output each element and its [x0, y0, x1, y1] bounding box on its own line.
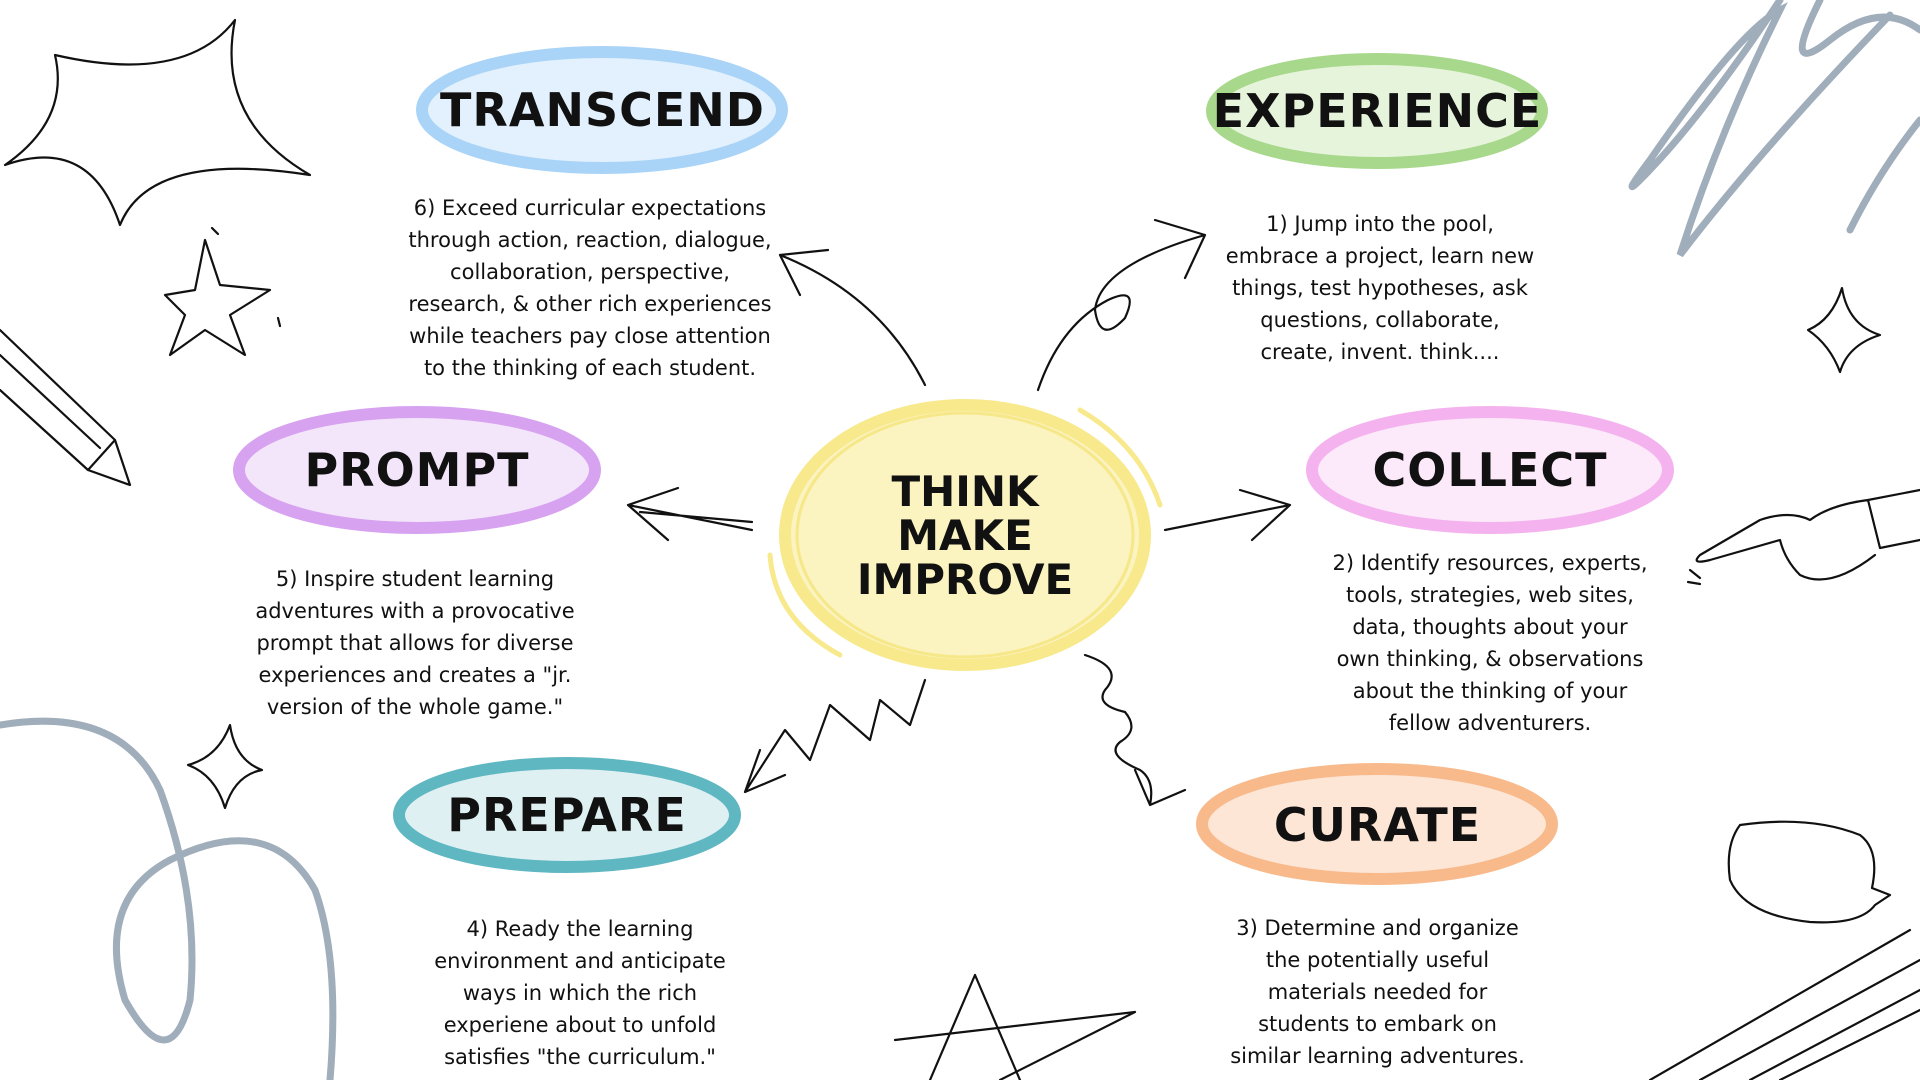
arrow-to-prompt [626, 486, 754, 542]
center-accent-top [1077, 407, 1163, 508]
prompt-ellipse [233, 406, 601, 534]
grey-loop-bottom-left [0, 717, 337, 1080]
node-experience: EXPERIENCE [1205, 52, 1550, 170]
collect-description: 2) Identify resources, experts, tools, s… [1332, 551, 1648, 735]
node-curate: CURATE [1195, 762, 1560, 887]
transcend-description: 6) Exceed curricular expectations throug… [408, 196, 772, 380]
arrow-to-curate [1083, 653, 1187, 807]
prompt-label: PROMPT [304, 443, 530, 497]
transcend-label: TRANSCEND [440, 83, 765, 137]
prepare-label: PREPARE [447, 788, 687, 842]
hatch-doodle [1648, 928, 1920, 1080]
center-accent-left [767, 552, 843, 658]
curate-description: 3) Determine and organize the potentiall… [1230, 916, 1525, 1068]
big-star-doodle [3, 18, 312, 227]
node-prompt: PROMPT [232, 405, 602, 535]
curate-label: CURATE [1273, 797, 1482, 852]
experience-label: EXPERIENCE [1212, 84, 1543, 138]
diamond-doodle-left [186, 723, 264, 810]
pencil-doodle [0, 328, 132, 487]
center-line-2: MAKE [897, 511, 1033, 560]
grey-squiggle-top-right [1628, 0, 1920, 258]
arrow-to-prepare [743, 678, 927, 794]
experience-ellipse [1206, 53, 1548, 169]
transcend-ellipse [416, 46, 788, 174]
node-transcend: TRANSCEND [415, 45, 790, 175]
arrow-to-experience [1036, 218, 1207, 392]
center-line-1: THINK [891, 467, 1039, 516]
curate-ellipse [1196, 763, 1558, 885]
experience-description: 1) Jump into the pool, embrace a project… [1225, 212, 1535, 364]
center-node: THINK MAKE IMPROVE [779, 399, 1151, 671]
center-title: THINK MAKE IMPROVE [780, 470, 1150, 602]
arrow-to-transcend [778, 248, 927, 387]
diamond-doodle-right [1806, 286, 1882, 374]
center-ellipse [779, 399, 1151, 671]
center-line-3: IMPROVE [856, 555, 1074, 604]
prompt-description: 5) Inspire student learning adventures w… [255, 567, 575, 719]
collect-ellipse [1306, 406, 1674, 534]
node-prepare: PREPARE [392, 755, 742, 875]
collect-label: COLLECT [1372, 443, 1608, 497]
star-doodle-bottom [893, 973, 1137, 1080]
speech-bubble-doodle [1727, 820, 1892, 924]
small-star-doodle [163, 238, 272, 357]
arrow-to-collect [1163, 488, 1292, 542]
prepare-ellipse [393, 757, 741, 873]
pointing-hand-doodle [1686, 488, 1920, 586]
node-collect: COLLECT [1305, 405, 1675, 535]
prepare-description: 4) Ready the learning environment and an… [434, 917, 726, 1069]
